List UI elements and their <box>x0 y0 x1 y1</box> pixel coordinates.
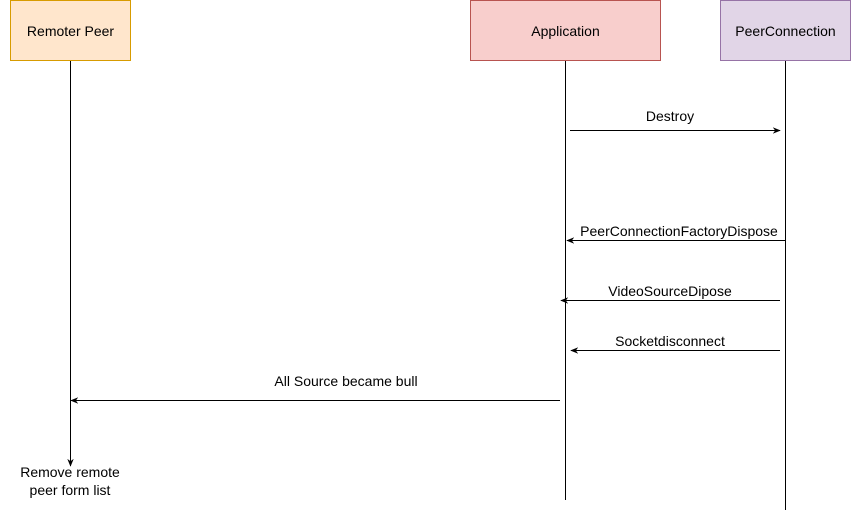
actor-label: Application <box>531 23 600 39</box>
message-label: Socketdisconnect <box>615 333 725 349</box>
message-label: Destroy <box>646 108 694 124</box>
message-socketdisconnect: Socketdisconnect <box>570 333 780 354</box>
note-line: Remove remote <box>20 464 120 480</box>
note-line: peer form list <box>30 482 111 498</box>
actor-remote-peer: Remoter Peer <box>10 0 131 61</box>
message-all-source-became-bull: All Source became bull <box>70 373 560 404</box>
message-label: VideoSourceDipose <box>608 283 732 299</box>
message-label: All Source became bull <box>274 373 417 389</box>
message-videosourcedipose: VideoSourceDipose <box>560 283 780 304</box>
message-label: PeerConnectionFactoryDispose <box>580 223 778 239</box>
actor-box <box>10 0 131 61</box>
actor-box <box>720 0 851 61</box>
message-peerconnectionfactorydispose: PeerConnectionFactoryDispose <box>566 223 785 244</box>
actor-peerconnection: PeerConnection <box>720 0 851 61</box>
actor-box <box>470 0 661 61</box>
actor-label: PeerConnection <box>735 23 835 39</box>
remove-remote-peer-note: Remove remote peer form list <box>20 464 120 498</box>
actor-label: Remoter Peer <box>27 23 114 39</box>
actor-application: Application <box>470 0 661 61</box>
message-destroy: Destroy <box>570 108 781 134</box>
